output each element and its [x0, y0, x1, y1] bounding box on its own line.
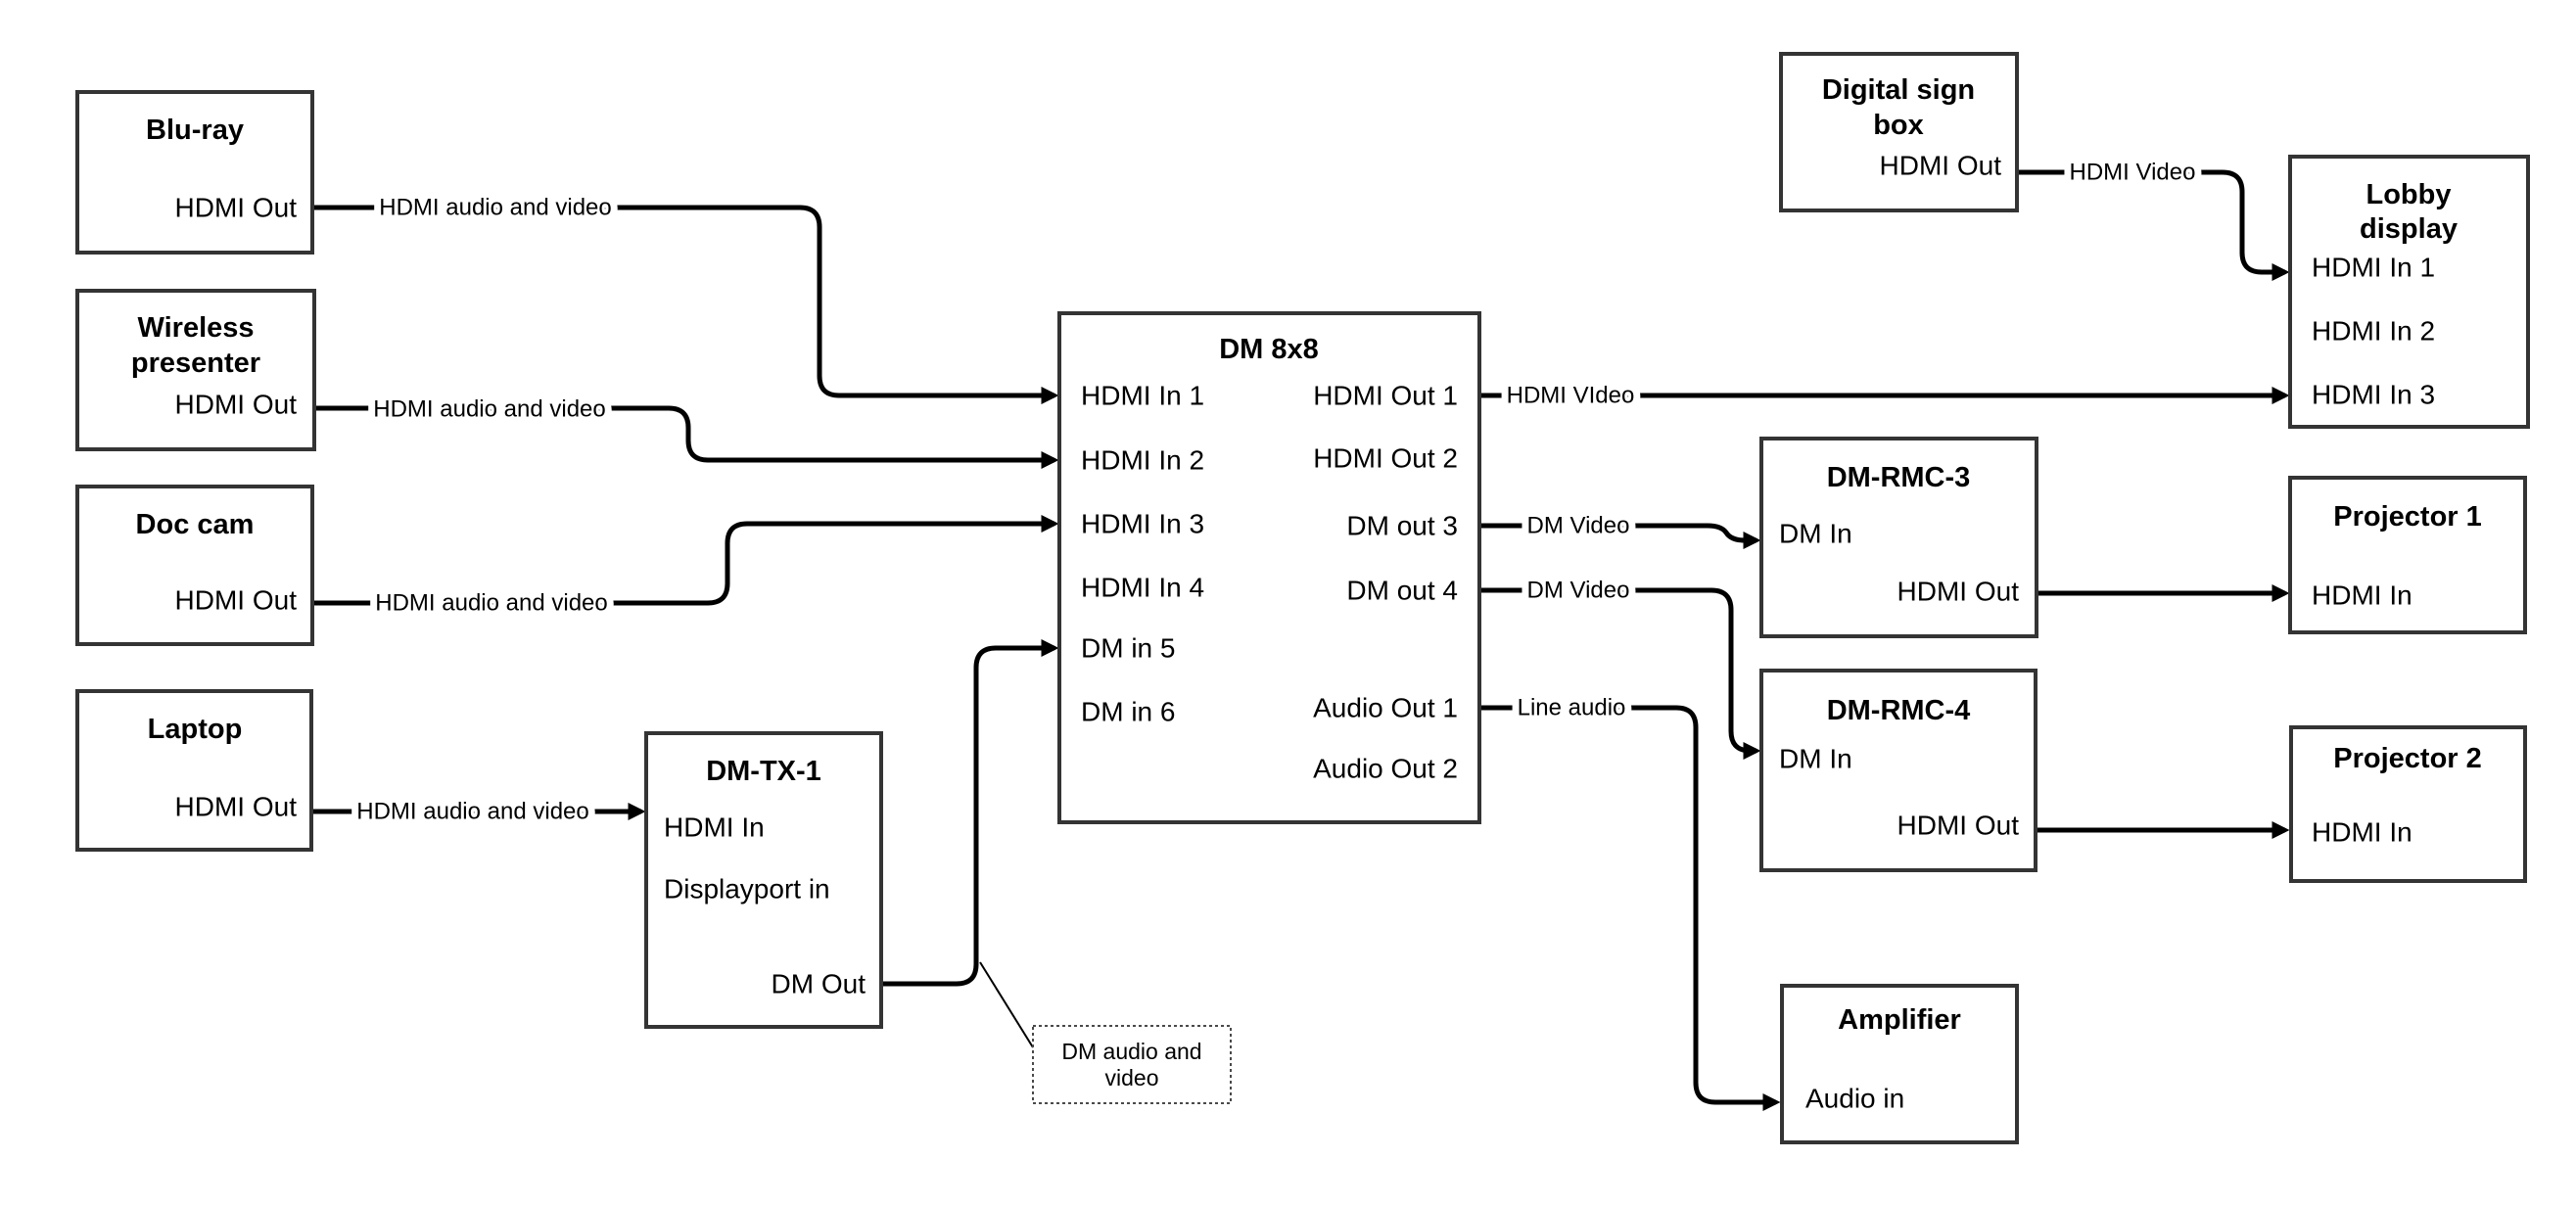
node-wireless-title-line1: Wireless	[137, 312, 254, 344]
node-rmc4-title: DM-RMC-4	[1827, 695, 1971, 726]
port-proj2-hdmi-in: HDMI In	[2312, 817, 2412, 848]
edge-label-dmout3-to-rmc3: DM Video	[1527, 513, 1630, 539]
port-proj1-hdmi-in: HDMI In	[2312, 580, 2412, 611]
port-rmc4-dm-in: DM In	[1779, 744, 1852, 774]
node-digital-sign-box	[1779, 52, 2019, 212]
port-digisign-hdmi-out: HDMI Out	[1880, 151, 2002, 181]
port-dm8x8-hdmi-in-2: HDMI In 2	[1081, 445, 1204, 476]
edge-label-doccam-to-dm8x8: HDMI audio and video	[375, 590, 607, 617]
node-proj2-title: Projector 2	[2333, 743, 2482, 774]
node-doccam-title: Doc cam	[136, 509, 255, 540]
edge-wireless-to-dm8x8-hdmi-in-2	[314, 405, 1059, 469]
port-dmtx1-displayport-in: Displayport in	[664, 874, 830, 904]
node-amplifier-box	[1780, 984, 2019, 1144]
port-dm8x8-dm-out-4: DM out 4	[1346, 576, 1458, 606]
node-bluray-box	[75, 90, 314, 255]
node-dm-rmc-3-box	[1759, 437, 2038, 638]
port-dmtx1-dm-out: DM Out	[772, 969, 866, 999]
node-bluray-title: Blu-ray	[146, 115, 244, 146]
nodes	[75, 52, 2530, 1144]
port-rmc3-hdmi-out: HDMI Out	[1897, 577, 2020, 607]
edge-label-laptop-to-dmtx1: HDMI audio and video	[356, 799, 588, 825]
edge-label-audioout1-to-amp: Line audio	[1518, 695, 1626, 721]
node-wireless-presenter-box	[75, 289, 316, 451]
note-dm-audio-video-box	[1032, 1025, 1232, 1104]
node-labels: Blu-ray HDMI Out Wireless presenter HDMI…	[131, 74, 2482, 1114]
port-rmc4-hdmi-out: HDMI Out	[1897, 811, 2020, 841]
edge-label-wireless-to-dm8x8: HDMI audio and video	[373, 396, 605, 423]
edge-label-digisign-to-lobby: HDMI Video	[2070, 160, 2196, 186]
port-amp-audio-in: Audio in	[1805, 1084, 1904, 1114]
node-dmtx1-title: DM-TX-1	[706, 756, 821, 787]
node-laptop-title: Laptop	[148, 714, 243, 745]
port-bluray-hdmi-out: HDMI Out	[175, 193, 298, 223]
port-dm8x8-audio-out-1: Audio Out 1	[1313, 693, 1458, 723]
edge-bluray-to-dm8x8-hdmi-in-1	[312, 205, 1059, 404]
node-wireless-title-line2: presenter	[131, 348, 260, 379]
edge-label-dmout4-to-rmc4: DM Video	[1527, 578, 1630, 604]
port-dm8x8-hdmi-in-3: HDMI In 3	[1081, 509, 1204, 539]
port-dm8x8-hdmi-out-2: HDMI Out 2	[1313, 443, 1458, 474]
port-dm8x8-hdmi-in-4: HDMI In 4	[1081, 573, 1204, 603]
port-dm8x8-hdmi-in-1: HDMI In 1	[1081, 381, 1204, 411]
note-dm-audio-video-line2: video	[1105, 1065, 1159, 1090]
node-dm-rmc-4-box	[1759, 669, 2037, 872]
port-wireless-hdmi-out: HDMI Out	[175, 390, 298, 420]
node-digisign-title-line1: Digital sign	[1822, 74, 1975, 106]
edges	[311, 169, 2290, 1111]
node-lobby-title-line2: display	[2360, 213, 2458, 245]
edge-label-bluray-to-dm8x8: HDMI audio and video	[379, 195, 611, 221]
port-doccam-hdmi-out: HDMI Out	[175, 585, 298, 616]
note-callout-line	[979, 961, 1034, 1048]
edge-dm8x8-dm-out-4-to-rmc4-dm-in	[1479, 587, 1761, 760]
edge-digisign-to-lobby-hdmi-in-1	[2017, 169, 2290, 281]
node-rmc3-title: DM-RMC-3	[1827, 462, 1971, 493]
edge-doccam-to-dm8x8-hdmi-in-3	[312, 515, 1059, 606]
port-rmc3-dm-in: DM In	[1779, 519, 1852, 549]
node-laptop-box	[75, 689, 313, 852]
node-lobby-title-line1: Lobby	[2366, 179, 2452, 210]
edge-dmtx1-dm-out-to-dm8x8-dm-in-5	[881, 639, 1059, 987]
port-dm8x8-dm-out-3: DM out 3	[1346, 511, 1458, 541]
node-dm8x8-title: DM 8x8	[1219, 334, 1319, 365]
port-lobby-hdmi-in-1: HDMI In 1	[2312, 253, 2435, 283]
port-dm8x8-dm-in-5: DM in 5	[1081, 633, 1175, 664]
port-laptop-hdmi-out: HDMI Out	[175, 792, 298, 822]
node-dm-8x8-box	[1057, 311, 1481, 824]
port-lobby-hdmi-in-3: HDMI In 3	[2312, 380, 2435, 410]
port-dmtx1-hdmi-in: HDMI In	[664, 812, 765, 843]
edge-dm8x8-audio-out-1-to-amp-audio-in	[1479, 705, 1781, 1111]
node-doc-cam-box	[75, 485, 314, 646]
edge-label-hdmiout1-to-lobby: HDMI VIdeo	[1507, 383, 1635, 409]
node-projector-1-box	[2288, 476, 2527, 634]
port-lobby-hdmi-in-2: HDMI In 2	[2312, 316, 2435, 347]
node-projector-2-box	[2289, 725, 2527, 883]
node-amp-title: Amplifier	[1838, 1004, 1961, 1036]
note-dm-audio-video-line1: DM audio and	[1061, 1039, 1201, 1064]
node-dm-tx-1-box	[644, 731, 883, 1029]
node-proj1-title: Projector 1	[2333, 501, 2482, 533]
port-dm8x8-audio-out-2: Audio Out 2	[1313, 754, 1458, 784]
port-dm8x8-dm-in-6: DM in 6	[1081, 697, 1175, 727]
node-digisign-title-line2: box	[1873, 110, 1924, 141]
edge-dm8x8-dm-out-3-to-rmc3-dm-in	[1479, 523, 1761, 549]
node-lobby-display-box	[2288, 155, 2530, 429]
port-dm8x8-hdmi-out-1: HDMI Out 1	[1313, 381, 1458, 411]
